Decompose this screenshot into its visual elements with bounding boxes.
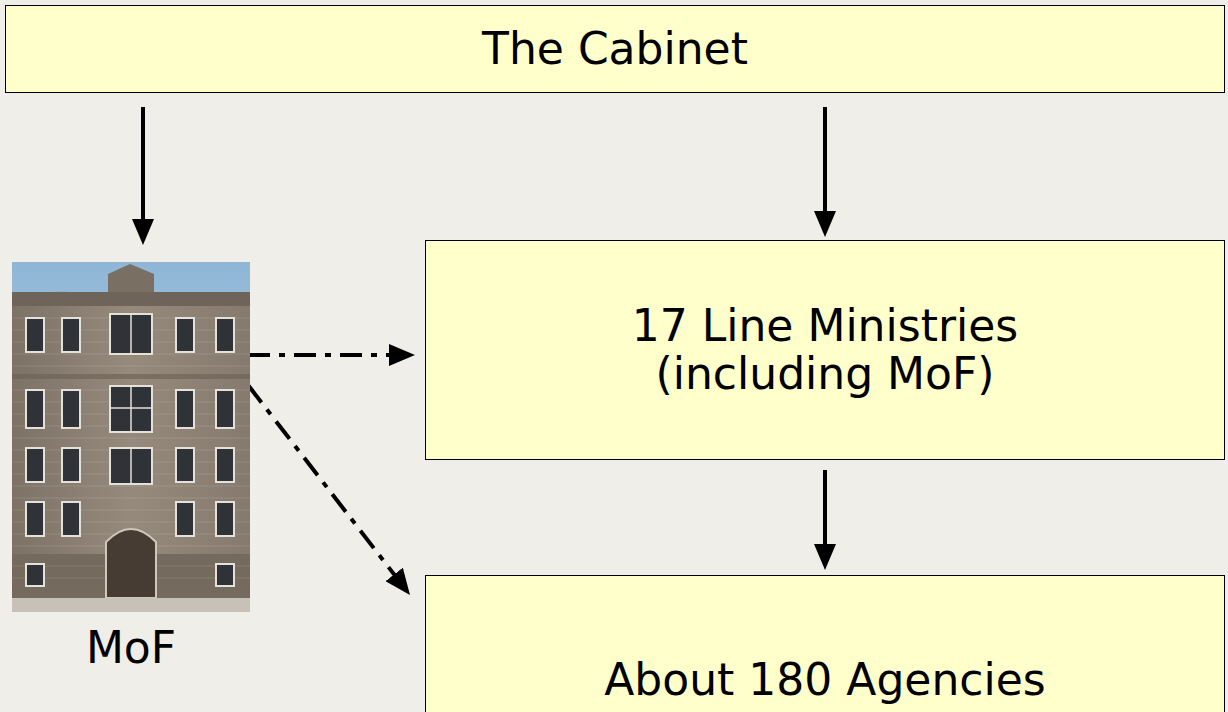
solid-arrow	[823, 107, 827, 225]
process-box: 17 Line Ministries (including MoF)	[425, 240, 1225, 460]
process-box: The Cabinet	[5, 5, 1225, 93]
building-illustration	[12, 262, 250, 612]
solid-arrow	[141, 107, 145, 233]
box-label: MoF	[86, 624, 176, 672]
box-label: About 180 Agencies	[604, 656, 1045, 704]
building-node: MoF	[12, 262, 250, 672]
solid-arrow	[823, 470, 827, 558]
dash-dot-arrow	[248, 385, 403, 585]
process-box: About 180 Agencies	[425, 575, 1225, 712]
dash-dot-arrow	[248, 353, 403, 357]
box-label: 17 Line Ministries (including MoF)	[630, 302, 1020, 399]
box-label: The Cabinet	[482, 25, 748, 73]
